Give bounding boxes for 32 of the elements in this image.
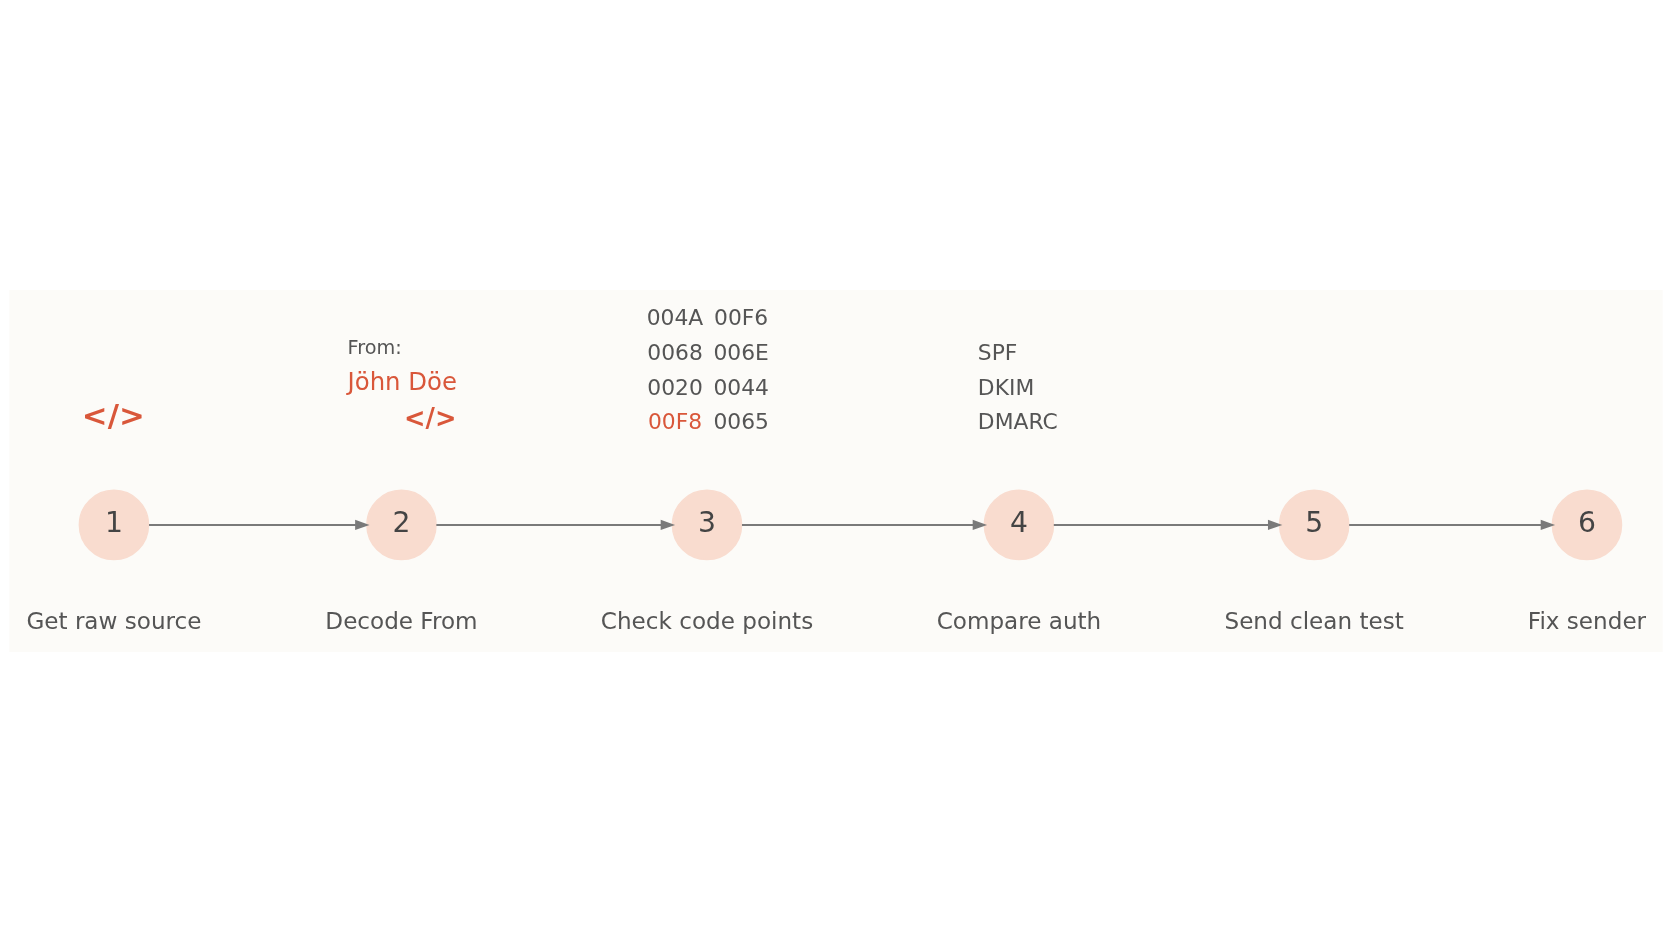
label: Jöhn Döe (347, 366, 457, 396)
label: 006E (713, 339, 769, 365)
node-circle: 6 (1551, 489, 1623, 560)
node-circle: 1 (78, 489, 150, 560)
label: </> (404, 402, 457, 433)
label: </> (81, 396, 145, 433)
node-label: Get raw source (26, 607, 202, 634)
node-circle: 2 (366, 489, 437, 560)
arrow (1349, 519, 1556, 530)
label: SPF (977, 339, 1018, 365)
label: 0044 (713, 374, 769, 400)
label: 004A (646, 304, 704, 330)
label: 0068 (647, 339, 703, 365)
arrow (436, 519, 676, 530)
node-label: Decode From (325, 607, 478, 634)
arrow (1053, 519, 1283, 530)
arrow (741, 519, 988, 530)
node-label: Send clean test (1224, 607, 1404, 634)
label: From: (347, 335, 402, 359)
label: DKIM (977, 374, 1035, 400)
node-label: Check code points (600, 607, 814, 634)
label: 00F6 (714, 304, 769, 330)
node-circle: 4 (983, 489, 1055, 560)
label: 0020 (647, 374, 703, 400)
node-circle: 5 (1278, 489, 1350, 560)
label: 0065 (713, 408, 769, 434)
label: 00F8 (647, 408, 703, 434)
node-label: Compare auth (936, 607, 1102, 634)
arrow (149, 519, 370, 530)
node-label: Fix sender (1527, 607, 1647, 634)
node-circle: 3 (671, 489, 743, 560)
label: DMARC (977, 408, 1058, 434)
